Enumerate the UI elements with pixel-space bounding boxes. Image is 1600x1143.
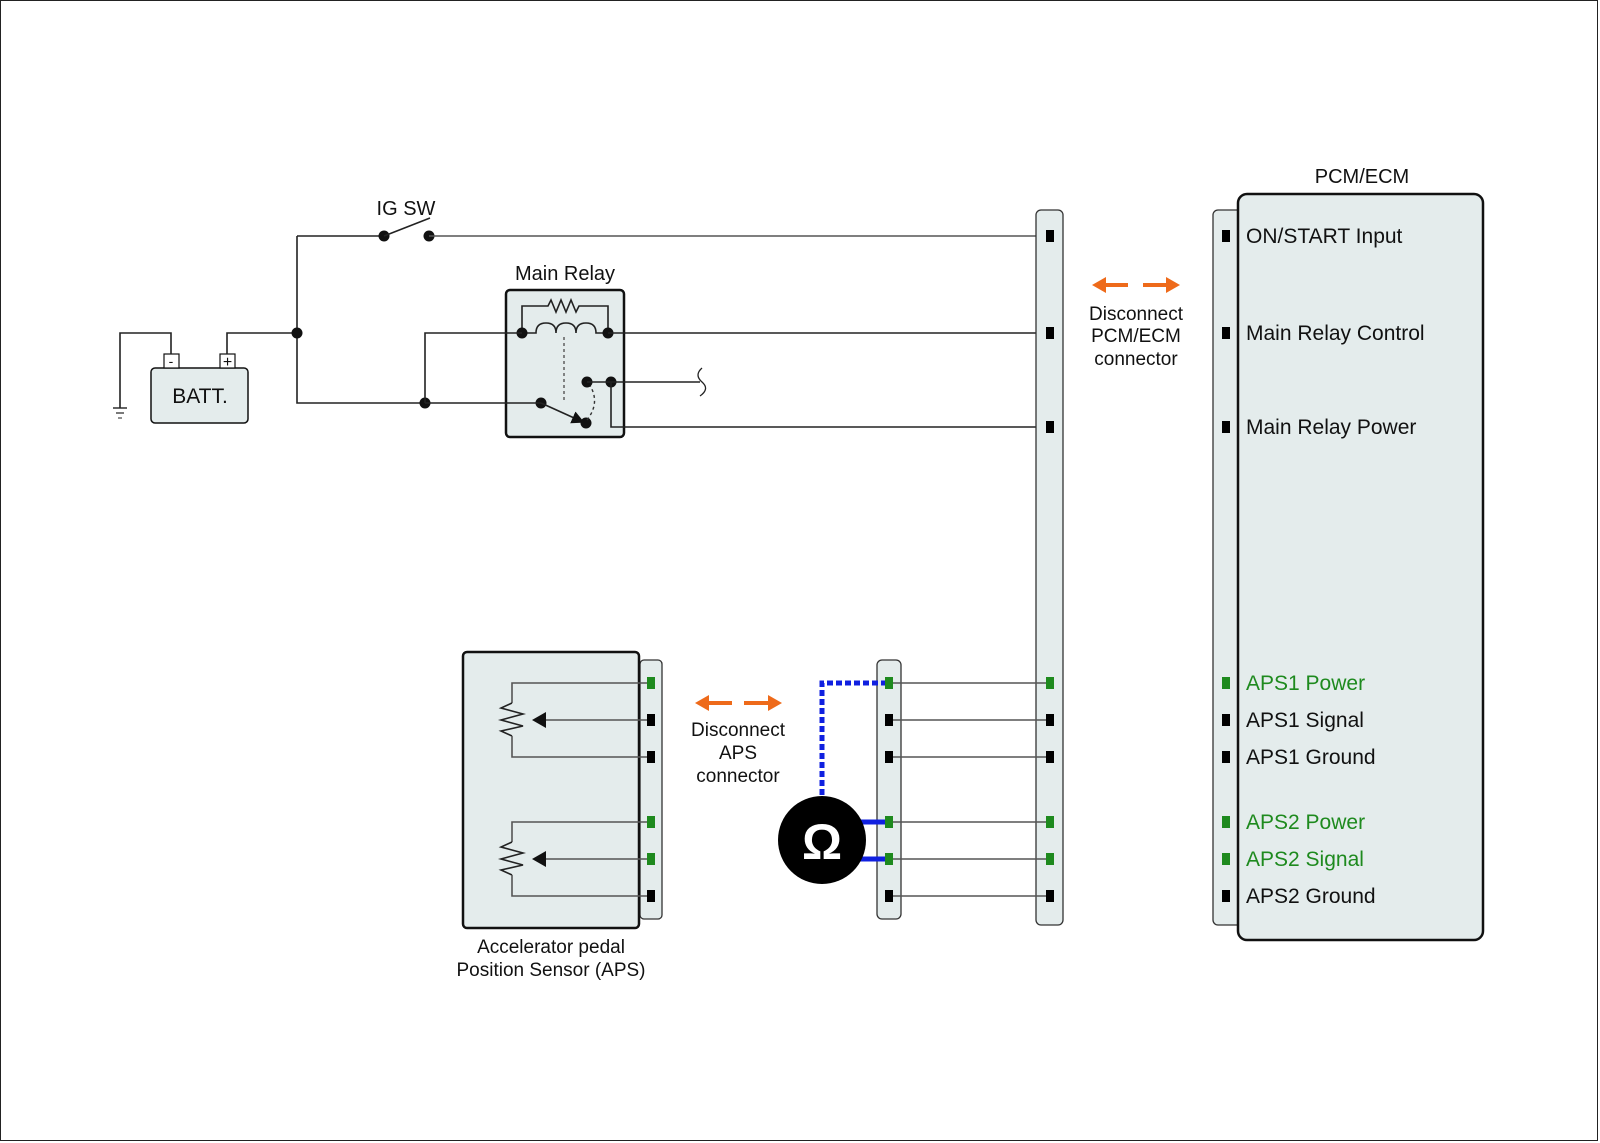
aps-sensor-pin — [647, 816, 655, 828]
pcm-pin-label: APS2 Power — [1246, 811, 1365, 834]
aps-sensor-pin — [647, 677, 655, 689]
pcm-pin — [1222, 751, 1230, 763]
pcm-pin-label: APS2 Ground — [1246, 885, 1376, 908]
aps-label-line2: Position Sensor (APS) — [456, 960, 645, 981]
pcm-pin — [1222, 230, 1230, 242]
pcm-pin-label: ON/START Input — [1246, 225, 1403, 248]
connector-pins — [647, 230, 1230, 902]
pcm-pin — [1222, 677, 1230, 689]
harness-pin — [1046, 816, 1054, 828]
pcm-pin-label: APS1 Signal — [1246, 709, 1364, 732]
ohmmeter-probe-lead — [819, 680, 889, 795]
aps-harness-pin — [885, 853, 893, 865]
junction-dot — [291, 327, 303, 339]
disconnect-aps-indicator: Disconnect APS connector — [691, 695, 786, 787]
main-relay-label: Main Relay — [515, 263, 615, 285]
pcm-ecm-module — [1236, 192, 1485, 942]
potentiometer-icon — [497, 702, 527, 737]
pcm-pin-label: APS1 Power — [1246, 672, 1365, 695]
aps-harness-pin — [885, 677, 893, 689]
disconnect-pcm-indicator: Disconnect PCM/ECM connector — [1089, 277, 1184, 370]
pcm-pin-label: Main Relay Control — [1246, 322, 1425, 345]
battery: - + BATT. — [150, 353, 249, 424]
ohm-symbol: Ω — [802, 814, 842, 870]
pcm-pin-label: APS2 Signal — [1246, 848, 1364, 871]
potentiometer-icon — [497, 841, 527, 876]
disconnect-pcm-line1: Disconnect — [1089, 304, 1184, 325]
aps-sensor-pin — [647, 714, 655, 726]
aps-sensor-connector[interactable] — [639, 659, 663, 920]
pcm-pin-label: APS1 Ground — [1246, 746, 1376, 769]
pcm-pin-label: Main Relay Power — [1246, 416, 1416, 439]
harness-pin — [1046, 677, 1054, 689]
pcm-pin — [1222, 816, 1230, 828]
aps-harness-connector[interactable] — [876, 659, 902, 920]
disconnect-aps-line3: connector — [696, 766, 780, 787]
harness-pin — [1046, 714, 1054, 726]
harness-wires — [889, 682, 1050, 897]
ignition-switch: IG SW — [297, 198, 1050, 242]
aps-sensor-pin — [647, 853, 655, 865]
disconnect-pcm-line3: connector — [1094, 349, 1178, 370]
battery-bus-wire — [296, 236, 425, 404]
harness-pin — [1046, 327, 1054, 339]
aps-harness-pin — [885, 751, 893, 763]
ig-sw-label: IG SW — [377, 198, 436, 220]
ohmmeter-icon — [778, 796, 866, 884]
disconnect-aps-line1: Disconnect — [691, 720, 786, 741]
relay-coil-feed-wire — [424, 332, 522, 403]
main-relay: Main Relay — [504, 263, 626, 439]
aps-harness-pin — [885, 816, 893, 828]
ground-icon — [113, 332, 172, 419]
battery-neg-sign: - — [169, 353, 174, 369]
disconnect-aps-line2: APS — [719, 743, 757, 764]
pcm-harness-connector[interactable] — [1035, 209, 1064, 926]
wire-break-icon — [697, 367, 707, 397]
harness-pin — [1046, 751, 1054, 763]
aps-harness-pin — [885, 890, 893, 902]
double-arrow-icon — [1092, 277, 1180, 293]
aps-sensor-pin — [647, 751, 655, 763]
harness-pin — [1046, 230, 1054, 242]
pcm-title: PCM/ECM — [1315, 166, 1409, 188]
double-arrow-icon — [695, 695, 782, 711]
aps-label-line1: Accelerator pedal — [477, 937, 625, 958]
battery-positive-wire — [226, 332, 297, 354]
aps-sensor: Accelerator pedal Position Sensor (APS) — [456, 650, 663, 981]
main-relay-power-wire — [610, 382, 1050, 428]
harness-pin — [1046, 890, 1054, 902]
pcm-pin — [1222, 421, 1230, 433]
aps-harness-pin — [885, 714, 893, 726]
pcm-pin — [1222, 714, 1230, 726]
aps-sensor-pin — [647, 890, 655, 902]
harness-pin — [1046, 421, 1054, 433]
battery-pos-sign: + — [223, 354, 232, 371]
pcm-pin — [1222, 327, 1230, 339]
pcm-pin — [1222, 853, 1230, 865]
harness-pin — [1046, 853, 1054, 865]
ohmmeter[interactable]: Ω — [778, 680, 889, 884]
disconnect-pcm-line2: PCM/ECM — [1091, 326, 1181, 347]
battery-label: BATT. — [172, 385, 228, 408]
pcm-pin — [1222, 890, 1230, 902]
